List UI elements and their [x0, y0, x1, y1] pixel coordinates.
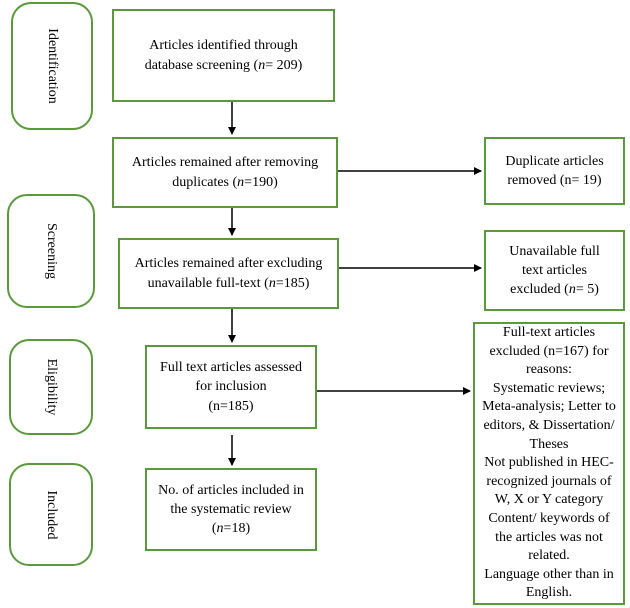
box-text-line: Articles remained after excluding: [134, 256, 323, 272]
box-text-line: the systematic review: [170, 501, 292, 517]
box-text-line: Articles remained after removing: [131, 155, 319, 171]
box-text-segment: excluded (: [510, 282, 569, 298]
n-label: n: [568, 282, 576, 298]
box-after-unavailable: Articles remained after excluding unavai…: [118, 238, 339, 309]
box-text-segment: unavailable full-text (: [147, 275, 269, 291]
box-text-line: Not published in HEC-: [484, 455, 614, 471]
box-text-line: No. of articles included in: [158, 482, 304, 498]
n-value: = 209): [265, 57, 303, 73]
box-text-segment: duplicates (: [172, 174, 238, 190]
phase-identification: Identification: [11, 2, 93, 130]
box-duplicates-removed: Duplicate articles removed (n= 19): [484, 137, 625, 205]
box-text-line: recognized journals of: [486, 473, 612, 489]
phase-eligibility: Eligibility: [9, 339, 93, 435]
box-text-line: the articles was not: [495, 529, 603, 545]
phase-included: Included: [9, 463, 93, 566]
phase-screening-label: Screening: [44, 223, 59, 279]
box-text-line: Unavailable full: [509, 243, 600, 259]
box-text-line: Language other than in: [484, 566, 614, 582]
box-text-line: related.: [528, 548, 570, 564]
box-text-line: Meta-analysis; Letter to: [482, 399, 616, 415]
box-text-line: Content/ keywords of: [488, 511, 610, 527]
n-label: n: [258, 57, 266, 73]
box-text-segment: (: [211, 521, 217, 537]
phase-screening: Screening: [7, 194, 95, 308]
phase-identification-label: Identification: [45, 28, 60, 104]
box-included: No. of articles included in the systemat…: [145, 468, 317, 551]
phase-included-label: Included: [44, 490, 59, 539]
box-text-segment: database screening (: [144, 57, 259, 73]
n-value: =185): [275, 275, 310, 291]
box-text-line: database screening (n= 209): [145, 56, 303, 75]
n-value: = 5): [575, 282, 599, 298]
box-text-line: (n=185): [208, 398, 254, 414]
box-text-line: duplicates (n=190): [172, 173, 277, 192]
n-label: n: [268, 275, 276, 291]
phase-eligibility-label: Eligibility: [44, 358, 59, 416]
n-label: n: [237, 174, 245, 190]
box-fulltext-excluded: Full-text articles excluded (n=167) for …: [473, 322, 625, 605]
box-articles-identified: Articles identified through database scr…: [112, 9, 335, 102]
box-text-line: text articles: [522, 262, 587, 278]
box-text-line: Full text articles assessed: [160, 360, 302, 376]
box-text-line: Full-text articles: [502, 324, 596, 340]
box-text-line: editors, & Dissertation/: [483, 417, 615, 433]
box-text-line: excluded (n= 5): [510, 280, 599, 299]
n-label: n: [216, 521, 224, 537]
box-assessed-eligibility: Full text articles assessed for inclusio…: [145, 345, 317, 429]
box-text-line: Articles identified through: [149, 38, 298, 54]
box-text-line: excluded (n=167) for: [489, 343, 609, 359]
box-text-line: English.: [525, 585, 573, 601]
box-text-line: W, X or Y category: [494, 492, 604, 508]
box-text-line: reasons:: [526, 362, 572, 378]
box-text-line: Duplicate articles: [505, 153, 604, 169]
box-text-line: Theses: [529, 436, 569, 452]
box-text-line: Systematic reviews;: [492, 380, 606, 396]
box-unavailable-excluded: Unavailable full text articles excluded …: [484, 230, 625, 311]
n-value: =18): [223, 521, 251, 537]
n-value: =190): [244, 174, 278, 190]
box-text-line: for inclusion: [195, 379, 267, 395]
box-after-duplicates: Articles remained after removing duplica…: [112, 137, 338, 208]
box-text-line: (n=18): [212, 519, 250, 538]
box-text-line: unavailable full-text (n=185): [148, 274, 310, 293]
box-text-line: removed (n= 19): [507, 173, 602, 188]
